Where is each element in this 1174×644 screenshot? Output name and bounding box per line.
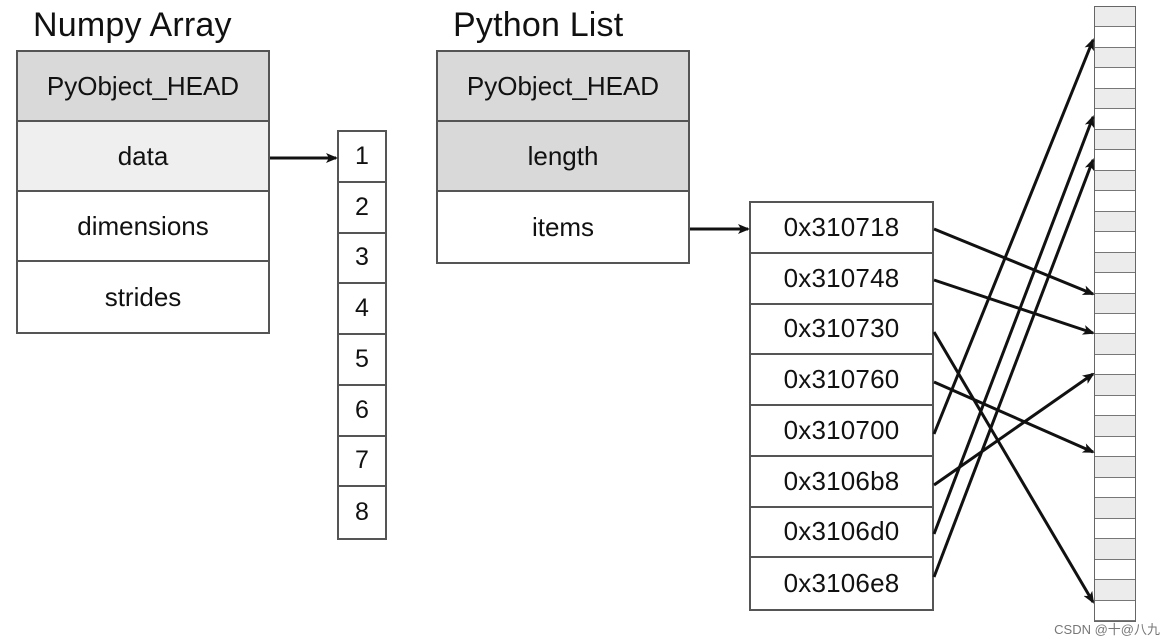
data-value-2: 2 [339,183,385,234]
data-value-6: 6 [339,386,385,437]
memory-object-header [1095,580,1135,601]
memory-object-body [1095,436,1135,458]
data-value-7: 7 [339,437,385,488]
watermark: CSDN @十@八九 [1054,622,1160,637]
memory-object-header [1095,252,1135,274]
pointer-item: 0x310730 [751,305,932,356]
memory-object-header [1095,416,1135,437]
memory-object-body [1095,518,1135,540]
pointer-item: 0x310748 [751,254,932,305]
data-value-8: 8 [355,498,369,527]
data-value-1: 1 [339,132,385,183]
numpy-array-title: Numpy Array [33,6,232,44]
memory-object-body [1095,27,1135,48]
object-reference-arrow [933,278,1095,335]
memory-object-header [1095,375,1135,396]
memory-object-header [1095,170,1135,192]
numpy-array-struct: PyObject_HEAD data dimensions strides [16,50,270,334]
memory-object-header [1095,457,1135,478]
memory-object-header [1095,88,1135,110]
numpy-data-field: data [18,122,268,192]
memory-object-header [1095,293,1135,314]
pointer-item: 0x310760 [751,355,932,406]
memory-object-header [1095,498,1135,519]
python-list-struct: PyObject_HEAD length items [436,50,690,264]
memory-object-body [1095,68,1135,89]
memory-object-header [1095,129,1135,151]
data-value-5: 5 [339,335,385,386]
object-reference-arrow [932,331,1095,604]
data-value-3: 3 [339,234,385,285]
pointer-item: 0x310700 [751,406,932,457]
object-reference-arrow [933,372,1095,487]
object-reference-arrow [933,227,1095,296]
memory-object-body [1095,395,1135,417]
memory-object-body [1095,150,1135,171]
memory-object-header [1095,7,1135,28]
memory-object-body [1095,477,1135,499]
numpy-strides-field: strides [104,281,182,312]
memory-object-header [1095,334,1135,355]
object-reference-arrow [932,115,1095,535]
memory-object-body [1095,314,1135,335]
memory-object-body [1095,232,1135,253]
memory-object-body [1095,191,1135,212]
memory-object-body [1095,559,1135,581]
memory-object-body [1095,273,1135,294]
object-reference-arrow [933,380,1095,454]
pointer-item: 0x3106e8 [783,568,900,599]
pointer-array: 0x310718 0x310748 0x310730 0x310760 0x31… [749,201,934,611]
object-reference-arrow [932,38,1095,435]
numpy-pyobject-head-field: PyObject_HEAD [18,52,268,122]
object-reference-arrow [932,158,1095,578]
list-pyobject-head-field: PyObject_HEAD [438,52,688,122]
list-items-field: items [531,211,595,242]
numpy-dimensions-field: dimensions [18,192,268,262]
python-list-title: Python List [453,6,624,44]
pointer-item: 0x310718 [751,203,932,254]
pointer-item: 0x3106d0 [751,508,932,559]
list-length-field: length [438,122,688,192]
memory-object-header [1095,539,1135,560]
data-value-4: 4 [339,284,385,335]
memory-object-header [1095,211,1135,233]
memory-strip [1094,6,1136,622]
numpy-data-buffer: 1 2 3 4 5 6 7 8 [337,130,387,540]
memory-object-body [1095,600,1135,621]
memory-object-header [1095,47,1135,69]
memory-object-body [1095,354,1135,376]
memory-object-body [1095,109,1135,130]
pointer-item: 0x3106b8 [751,457,932,508]
object-reference-arrows [932,38,1095,604]
